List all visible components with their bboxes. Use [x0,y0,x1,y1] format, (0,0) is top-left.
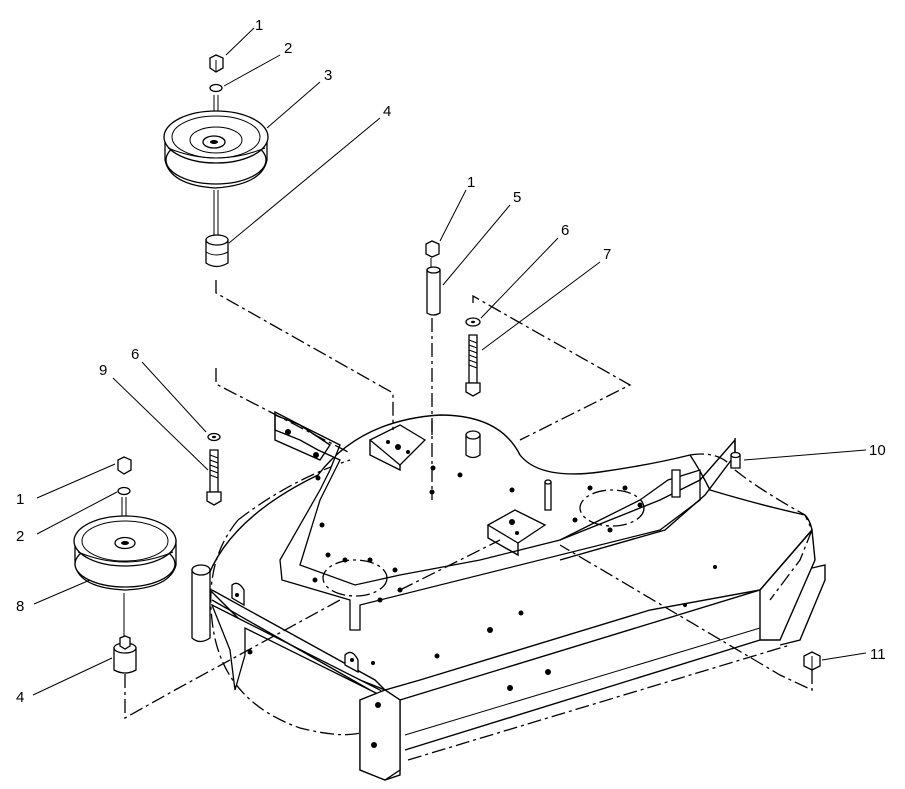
flange-nut [803,651,821,671]
deck-outline-right-dashed [689,453,813,601]
deck-front-skirt-edge [404,627,761,736]
deck-outline-left-dashed [210,519,361,736]
deck-tab-front [344,651,359,674]
washer [117,486,131,496]
bolt [465,334,481,397]
callout-1-top: 1 [255,17,263,34]
callout-6-right: 6 [561,222,569,239]
right-spindle-opening [579,489,645,527]
callout-9: 9 [99,362,107,379]
callout-4-left: 4 [16,689,24,706]
spacer [113,635,137,674]
carriage-bolt [730,451,741,469]
deck-lower-dashed-edge [407,644,791,761]
bolt-assembly-right [465,317,481,397]
idler-pulley-assembly-top [163,54,269,268]
spacer [205,234,229,268]
pulley [163,110,269,189]
idler-mount-plate-center [486,509,547,544]
deck-pin-right [544,479,552,511]
left-side-rail [211,589,386,691]
leader-lines [32,27,867,696]
callout-3: 3 [324,67,332,84]
callout-2-top: 2 [284,40,292,57]
hex-nut [209,54,224,73]
callout-7: 7 [603,246,611,263]
left-side-rail-lower [211,599,371,691]
callout-10: 10 [869,442,886,459]
callout-labels: 1 2 3 4 1 5 6 7 6 9 10 1 2 8 4 11 [16,17,886,706]
assembly-lines [124,280,813,720]
hex-nut [117,456,132,475]
long-spacer [426,266,441,316]
deck-right-skirt [759,528,816,641]
hex-nut [425,240,440,258]
callout-8: 8 [16,598,24,615]
mower-deck [191,410,826,781]
callout-2-left: 2 [16,528,24,545]
idler-pulley-assembly-left [73,456,177,674]
mount-plate-upright [274,410,331,461]
deck-post [191,564,211,643]
deck-front-skirt-face [399,589,761,751]
deck-pin-far-right [671,469,681,498]
pulley [73,515,177,591]
center-idler-hardware [425,240,441,316]
deck-right-lip [779,564,826,646]
callout-11: 11 [870,646,886,663]
left-spindle-opening [322,559,388,597]
callout-1-left: 1 [16,491,24,508]
front-corner-plate [359,689,401,781]
callout-6-left: 6 [131,346,139,363]
deck-pin-center [465,430,481,459]
washer [209,83,223,93]
bolt [206,449,222,506]
deck-top-plate [204,414,813,691]
callout-1-center: 1 [467,174,475,191]
bolt-assembly-left [206,432,222,506]
callout-4-top: 4 [383,103,391,120]
callout-5: 5 [513,189,521,206]
